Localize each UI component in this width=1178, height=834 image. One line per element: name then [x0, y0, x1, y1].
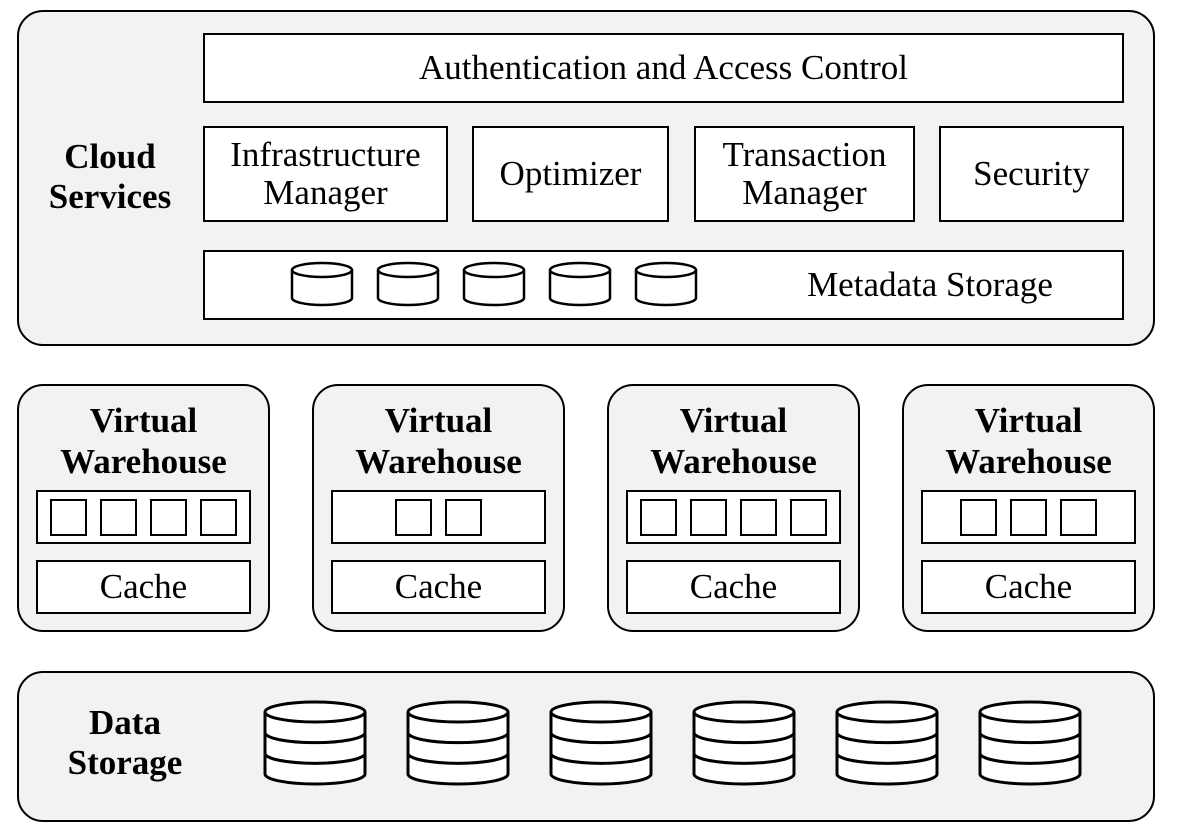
cache-box: Cache	[331, 560, 546, 614]
compute-node-icon	[1010, 498, 1047, 536]
metadata-cylinder-icon	[462, 261, 526, 307]
cache-box: Cache	[36, 560, 251, 614]
compute-node-icon	[150, 498, 187, 536]
infrastructure-manager-label: Infrastructure Manager	[230, 135, 421, 212]
metadata-storage-label: Metadata Storage	[807, 265, 1053, 304]
virtual-warehouse-title: Virtual Warehouse	[945, 401, 1112, 481]
virtual-warehouse-title: Virtual Warehouse	[60, 401, 227, 481]
compute-node-icon	[395, 498, 432, 536]
metadata-cylinder-icon	[634, 261, 698, 307]
database-icon	[406, 700, 510, 786]
compute-node-icon	[640, 498, 677, 536]
compute-node-icon	[960, 498, 997, 536]
database-icon	[835, 700, 939, 786]
database-icon	[263, 700, 367, 786]
database-icon	[549, 700, 653, 786]
authentication-access-control-label: Authentication and Access Control	[419, 48, 908, 87]
infrastructure-manager-box: Infrastructure Manager	[203, 126, 448, 222]
compute-node-icon	[690, 498, 727, 536]
transaction-manager-box: Transaction Manager	[694, 126, 915, 222]
compute-node-icon	[740, 498, 777, 536]
compute-nodes-box	[331, 490, 546, 544]
database-icon	[692, 700, 796, 786]
optimizer-label: Optimizer	[499, 154, 642, 193]
security-box: Security	[939, 126, 1124, 222]
metadata-cylinder-icon	[376, 261, 440, 307]
compute-node-icon	[100, 498, 137, 536]
security-label: Security	[973, 154, 1090, 193]
cloud-services-label: Cloud Services	[48, 137, 172, 216]
compute-nodes-box	[626, 490, 841, 544]
cache-box: Cache	[921, 560, 1136, 614]
metadata-cylinder-icon	[548, 261, 612, 307]
metadata-cylinder-icon	[290, 261, 354, 307]
optimizer-box: Optimizer	[472, 126, 669, 222]
transaction-manager-label: Transaction Manager	[722, 135, 887, 212]
data-storage-label: Data Storage	[67, 703, 183, 782]
cache-box: Cache	[626, 560, 841, 614]
authentication-access-control-box: Authentication and Access Control	[203, 33, 1124, 103]
database-icon	[978, 700, 1082, 786]
compute-nodes-box	[921, 490, 1136, 544]
virtual-warehouse-title: Virtual Warehouse	[355, 401, 522, 481]
data-storage-panel	[17, 671, 1155, 822]
compute-node-icon	[445, 498, 482, 536]
compute-node-icon	[790, 498, 827, 536]
compute-node-icon	[200, 498, 237, 536]
compute-nodes-box	[36, 490, 251, 544]
compute-node-icon	[1060, 498, 1097, 536]
virtual-warehouse-title: Virtual Warehouse	[650, 401, 817, 481]
compute-node-icon	[50, 498, 87, 536]
